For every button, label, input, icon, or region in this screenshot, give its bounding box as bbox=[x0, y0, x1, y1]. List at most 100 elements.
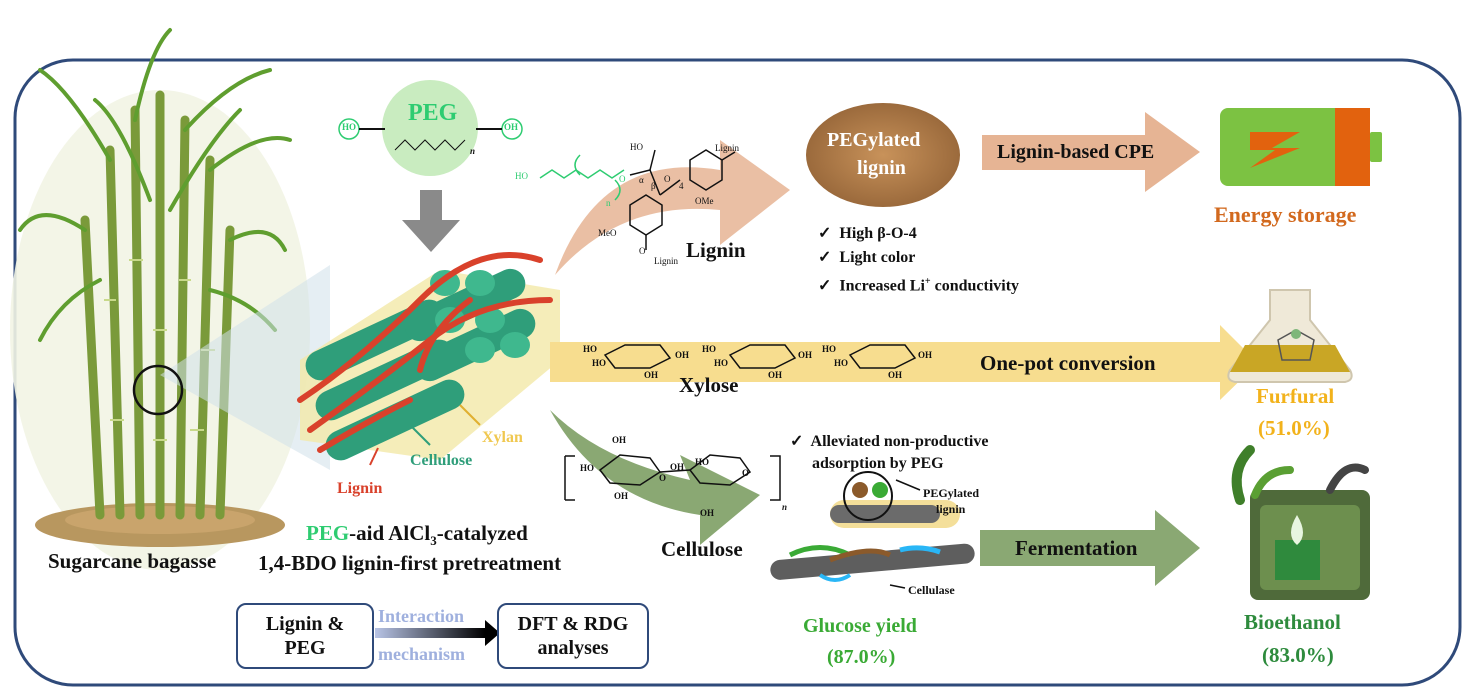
peg-label: PEG bbox=[408, 100, 458, 126]
xylose-atom-2: HO bbox=[592, 358, 607, 368]
pegylated-lignin-line2: lignin bbox=[857, 157, 906, 179]
pretreatment-line1: PEG-aid AlCl3-catalyzed bbox=[306, 521, 528, 549]
lignin-atom-o3: O bbox=[639, 246, 646, 256]
peg-blob-icon bbox=[382, 80, 478, 176]
fiber-xylan-label: Xylan bbox=[482, 429, 523, 446]
lignin-atom-beta: β bbox=[651, 181, 656, 191]
lignin-atom-4: 4 bbox=[679, 181, 684, 191]
fiber-bundle-icon bbox=[297, 252, 560, 466]
mechanism-right-line1: DFT & RDG bbox=[517, 613, 629, 635]
energy-storage-label: Energy storage bbox=[1214, 202, 1357, 227]
zoom-cone bbox=[160, 265, 330, 470]
zoom-circle bbox=[132, 364, 184, 416]
fiber-lignin-label: Lignin bbox=[337, 480, 383, 497]
enzyme-pegylated-line1: PEGylated bbox=[923, 486, 979, 500]
fuel-can-icon bbox=[1231, 445, 1370, 600]
mechanism-right-box: DFT & RDG analyses bbox=[497, 603, 649, 669]
cellulose-structure-icon bbox=[564, 454, 781, 501]
lignin-structure-label: Lignin bbox=[686, 238, 746, 262]
xylose-label: Xylose bbox=[679, 373, 739, 397]
lignin-atom-alpha: α bbox=[639, 175, 644, 185]
furfural-yield: (51.0%) bbox=[1258, 416, 1330, 440]
lignin-powder-icon bbox=[806, 103, 960, 207]
xylose-atom-9: HO bbox=[822, 344, 837, 354]
bioethanol-label: Bioethanol bbox=[1244, 610, 1341, 634]
lignin-structure-icon bbox=[629, 149, 736, 250]
one-pot-label: One-pot conversion bbox=[980, 351, 1156, 375]
lignin-atom-o: O bbox=[619, 174, 626, 184]
mechanism-arrow bbox=[375, 628, 485, 638]
bullet-light-color: ✓ Light color bbox=[818, 249, 916, 266]
cellulose-atom-9: n bbox=[782, 502, 788, 512]
pretreatment-sub: 3 bbox=[430, 533, 437, 549]
lignin-route-arrow bbox=[555, 140, 790, 275]
one-pot-arrow bbox=[550, 325, 1258, 400]
xylose-atom-8: OH bbox=[768, 370, 783, 380]
cellulose-atom-5: OH bbox=[614, 491, 629, 501]
furfural-label: Furfural bbox=[1256, 384, 1335, 408]
enzyme-pegylated-line2: lignin bbox=[936, 502, 966, 516]
cellulose-atom-1: OH bbox=[612, 435, 627, 445]
xylose-atom-3: OH bbox=[675, 350, 690, 360]
xylose-atom-5: HO bbox=[702, 344, 717, 354]
glucose-yield: (87.0%) bbox=[827, 646, 896, 668]
down-arrow-icon bbox=[402, 190, 460, 252]
cellulose-atom-6: OH bbox=[700, 508, 715, 518]
bullet-li-conductivity: ✓ Increased Li+ conductivity bbox=[818, 276, 1020, 295]
cellulose-note-line1: ✓ Alleviated non-productive bbox=[790, 433, 989, 450]
bullet-high-bo4: ✓ High β-O-4 bbox=[818, 225, 917, 242]
pegylated-lignin-line1: PEGylated bbox=[827, 129, 921, 151]
mechanism-left-box: Lignin & PEG bbox=[236, 603, 374, 669]
xylose-ring-icons bbox=[603, 344, 917, 369]
xylose-atom-1: HO bbox=[583, 344, 598, 354]
xylose-atom-10: HO bbox=[834, 358, 849, 368]
xylose-atom-11: OH bbox=[918, 350, 933, 360]
xylose-atom-4: OH bbox=[644, 370, 659, 380]
cellulose-label: Cellulose bbox=[661, 537, 743, 561]
cellulase-label: Cellulase bbox=[908, 583, 955, 597]
pretreatment-line2: 1,4-BDO lignin-first pretreatment bbox=[258, 551, 562, 575]
cellulose-note: ✓ Alleviated non-productive adsorption b… bbox=[790, 431, 988, 475]
pretreatment-rest: -aid AlCl bbox=[349, 521, 431, 545]
mechanism-arrow-label-1: Interaction bbox=[378, 606, 464, 626]
cellulose-atom-8: O bbox=[742, 468, 750, 478]
lignin-atom-n: n bbox=[606, 198, 611, 208]
cpe-arrow-label: Lignin-based CPE bbox=[997, 141, 1155, 163]
mechanism-arrow-label-2: mechanism bbox=[378, 644, 465, 664]
pretreatment-suffix: -catalyzed bbox=[436, 521, 528, 545]
feedstock-label: Sugarcane bagasse bbox=[48, 549, 217, 573]
peg-end-left: HO bbox=[342, 122, 357, 132]
lignin-bullets: ✓ High β-O-4 ✓ Light color ✓ Increased L… bbox=[818, 222, 1019, 298]
fiber-cellulose-label: Cellulose bbox=[410, 452, 473, 469]
lignin-atom-lignin-top: Lignin bbox=[715, 143, 739, 153]
xylose-atom-7: OH bbox=[798, 350, 813, 360]
enzyme-fiber-icon bbox=[770, 471, 975, 589]
lignin-atom-ome: OMe bbox=[695, 196, 714, 206]
mechanism-left-line2: PEG bbox=[284, 637, 326, 659]
cpe-arrow bbox=[982, 112, 1200, 192]
lignin-atom-ho: HO bbox=[630, 142, 643, 152]
lignin-atom-meo: MeO bbox=[598, 228, 617, 238]
cellulose-note-line2: adsorption by PEG bbox=[812, 455, 944, 472]
cellulose-atom-4: HO bbox=[695, 457, 710, 467]
cellulose-route-arrow bbox=[550, 410, 760, 545]
cellulose-atom-2: HO bbox=[580, 463, 595, 473]
fermentation-label: Fermentation bbox=[1015, 536, 1138, 560]
mechanism-left-line1: Lignin & bbox=[265, 613, 345, 635]
cellulose-atom-7: O bbox=[659, 473, 667, 483]
xylose-atom-6: HO bbox=[714, 358, 729, 368]
lignin-atom-o2: O bbox=[664, 174, 671, 184]
flask-icon bbox=[1227, 289, 1353, 383]
pretreatment-peg: PEG bbox=[306, 521, 350, 545]
mechanism-right-line2: analyses bbox=[537, 637, 609, 659]
peg-end-right: OH bbox=[504, 122, 519, 132]
lignin-atom-ho-end: HO bbox=[515, 171, 528, 181]
peg-repeat-subscript: n bbox=[470, 146, 476, 156]
xylose-atom-12: OH bbox=[888, 370, 903, 380]
glucose-label: Glucose yield bbox=[803, 615, 917, 637]
peg-chain-icon bbox=[539, 154, 625, 201]
battery-icon bbox=[1220, 108, 1382, 186]
cellulose-atom-3: OH bbox=[670, 462, 685, 472]
